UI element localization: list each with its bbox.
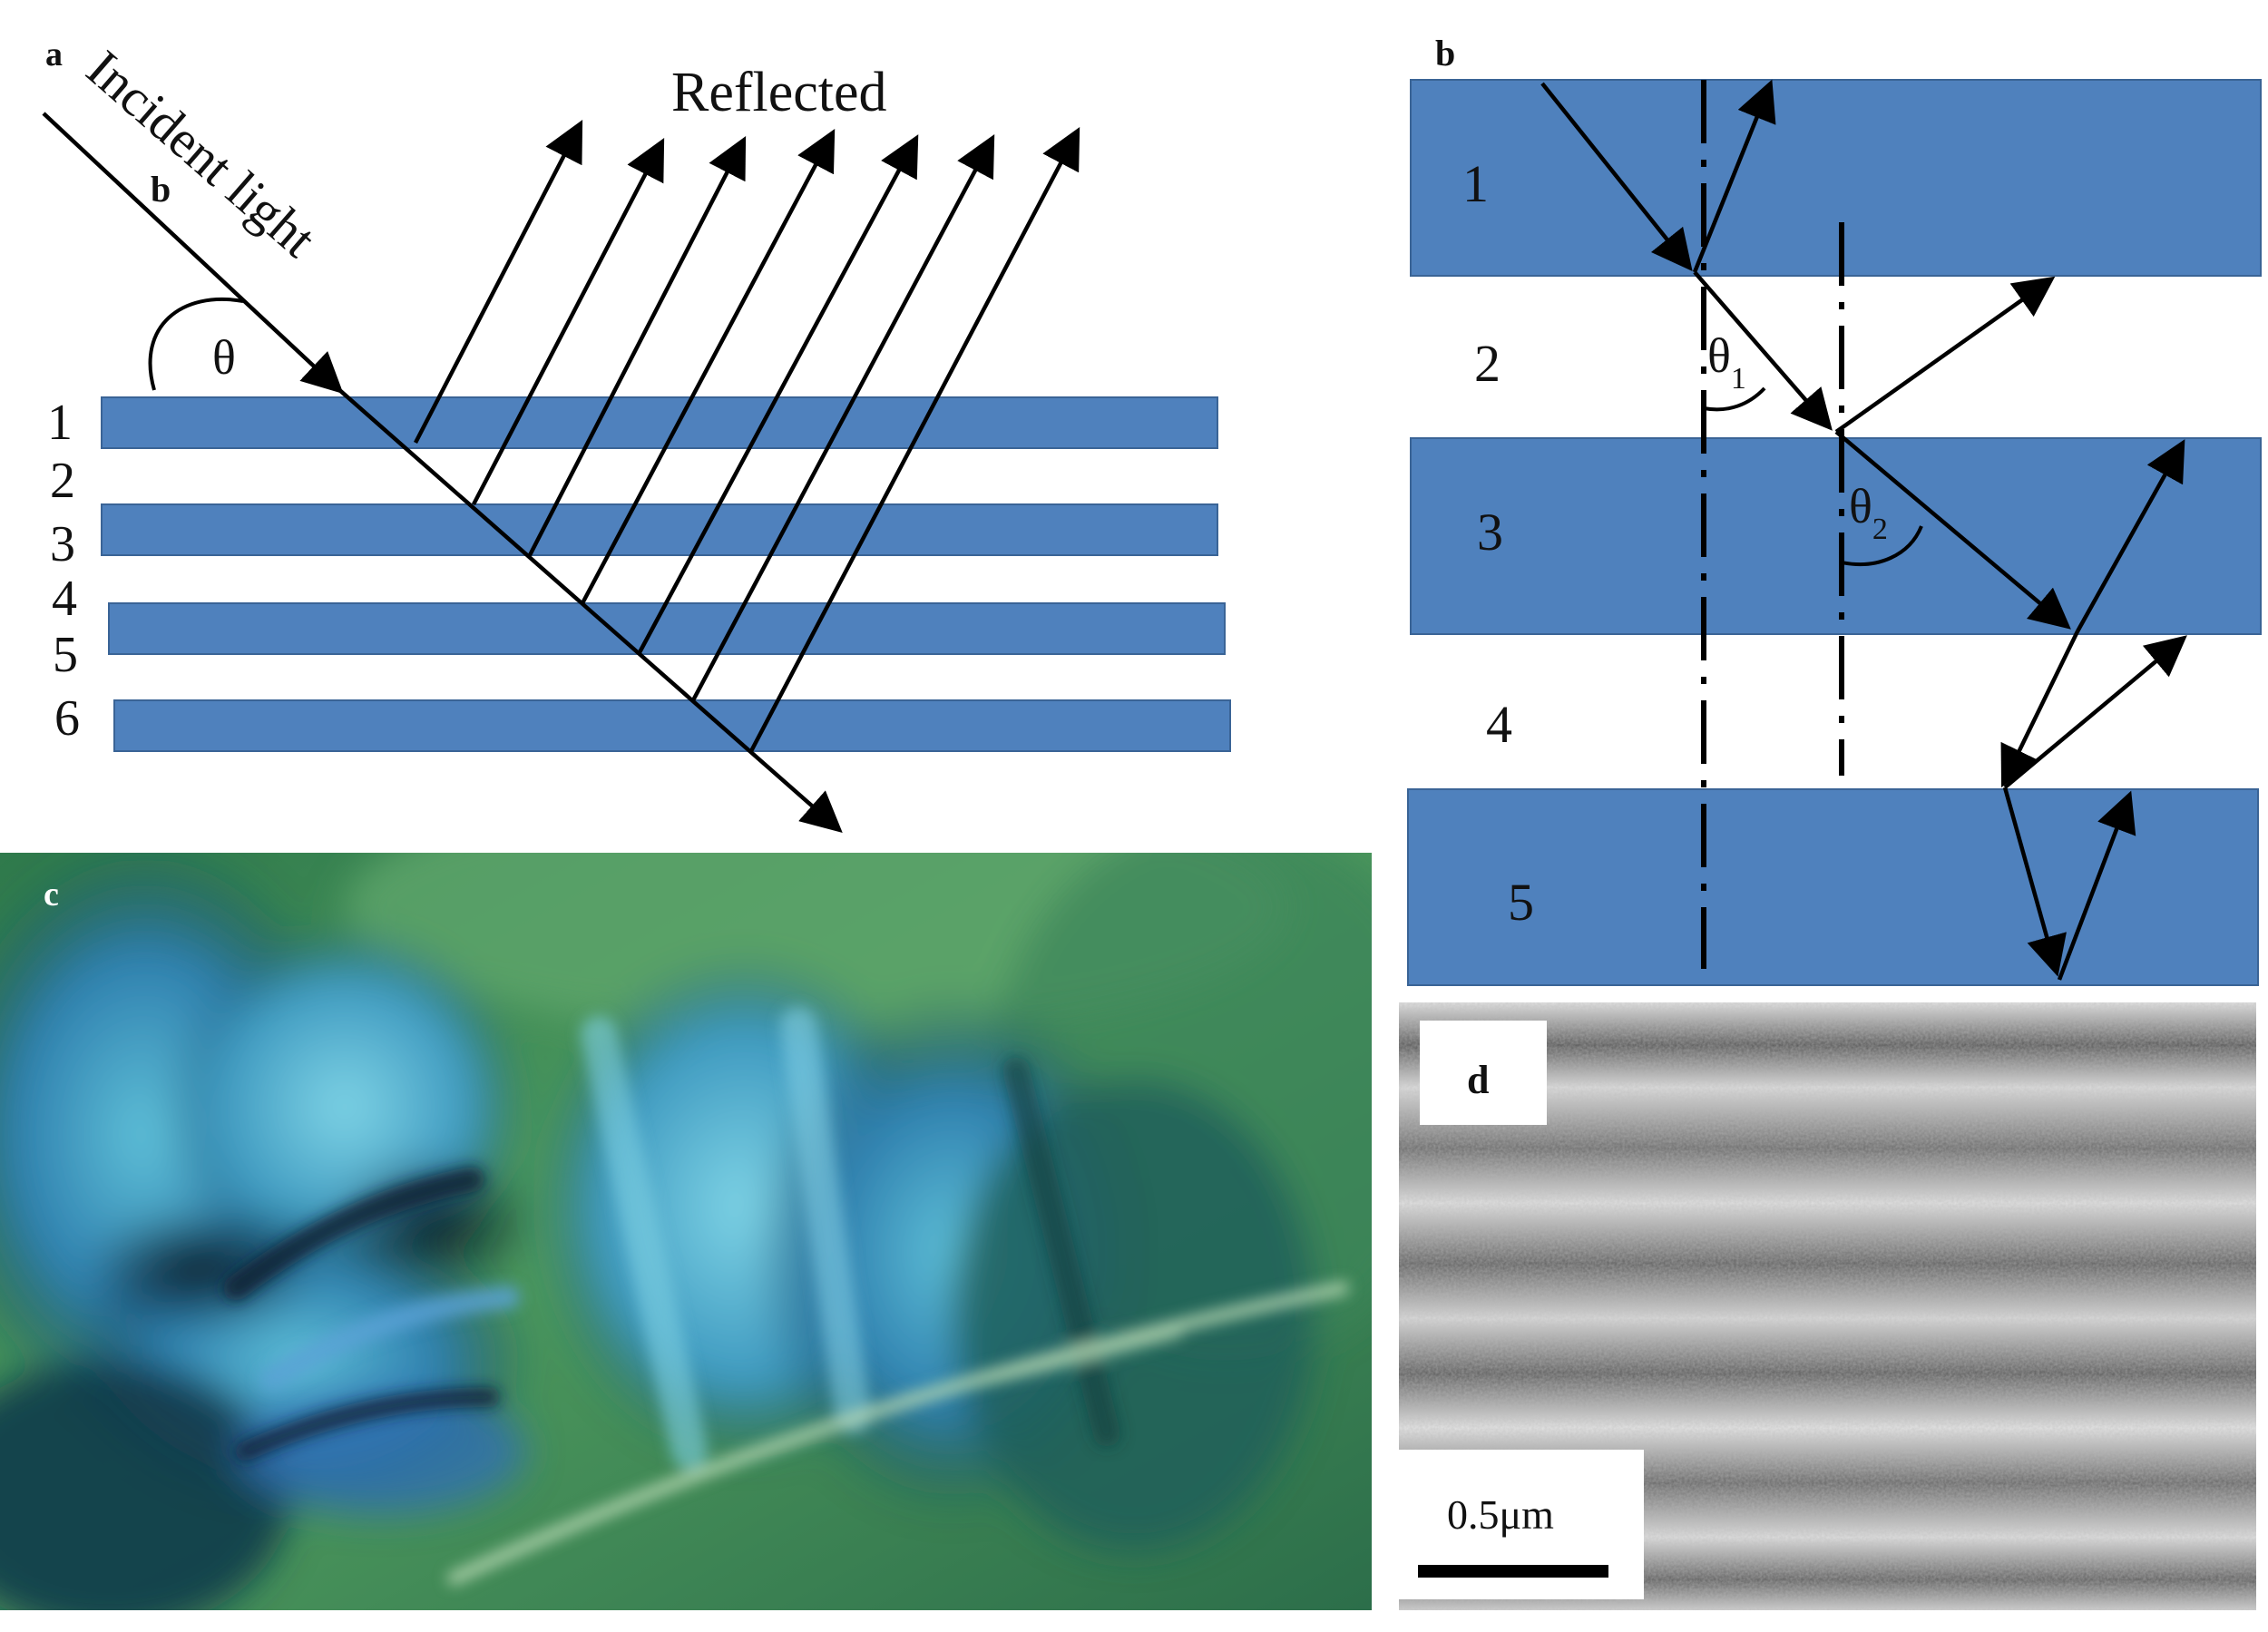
panel-b-angle-1-sub: 1 [1731, 362, 1746, 396]
panel-c-blob [0, 1361, 290, 1610]
panel-c-letter: c [44, 875, 59, 914]
panel-c-streak [780, 1007, 871, 1433]
panel-d-scale-label: 0.5μm [1447, 1491, 1554, 1538]
panel-b-angle-arc-1 [1703, 386, 1766, 412]
panel-b-angle-arc-2 [1841, 525, 1923, 567]
panel-a-reflected-ray-7 [749, 127, 1080, 753]
panel-d-scale-bar [1418, 1565, 1608, 1578]
panel-a-label-2: 2 [50, 453, 75, 509]
panel-a-layer-6 [113, 699, 1231, 752]
panel-b-ray-refract-3 [2000, 630, 2080, 788]
panel-c-blob [953, 1080, 1315, 1551]
panel-d-letter-box [1420, 1021, 1547, 1125]
panel-b-layers [1407, 79, 2262, 986]
panel-c-streak [223, 1167, 484, 1301]
panel-b-angle-2-label: θ2 [1849, 479, 1888, 546]
panel-b-ray-refract-2 [1834, 430, 2071, 630]
panel-a-layer-1 [101, 396, 1218, 449]
panel-d-letter: d [1467, 1058, 1489, 1102]
panel-b-letter: b [1435, 33, 1455, 73]
panel-b-label-5: 5 [1508, 873, 1534, 932]
panel-a-reflected-ray-5 [637, 134, 919, 656]
panel-b-ray-reflect-1 [1692, 79, 1776, 273]
panel-b-ray-refract-1 [1693, 270, 1833, 431]
panel-b-ray-reflect-2 [1834, 276, 2056, 434]
panel-c-photo-streaks [223, 1007, 1349, 1585]
panel-a-angle-arc [148, 297, 244, 391]
panel-a-angle-label: θ [212, 330, 236, 385]
panel-a-reflected-ray-6 [691, 134, 995, 702]
panel-a-reflected-ray-4 [581, 129, 836, 605]
panel-b-angle-2-base: θ [1849, 479, 1872, 533]
panel-a-incident-ray-lower [336, 386, 843, 833]
panel-a-letter: a [45, 35, 63, 73]
panel-c-streak [260, 1285, 520, 1391]
panel-b-layer-labels: 1 2 3 4 5 [1462, 154, 1534, 932]
panel-b-ray-reflect-5 [2057, 790, 2136, 981]
panel-a-reflected-label: Reflected [671, 62, 887, 123]
panel-b-label-4: 4 [1486, 695, 1512, 754]
panel-a-layer-3 [101, 503, 1218, 556]
panel-c-streak [581, 1016, 708, 1470]
panel-a-label-6: 6 [54, 690, 80, 747]
panel-b-ray-refract-4 [2002, 787, 2067, 977]
panel-c-streak [235, 1387, 500, 1461]
panel-a-reflected-rays [414, 120, 1080, 753]
panel-c-streak [447, 1282, 1349, 1585]
panel-a-incident-label: Incident light [75, 39, 327, 269]
panel-b-layer-1 [1410, 79, 2262, 277]
panel-b-angle-1-label: θ1 [1707, 328, 1746, 396]
panel-b-angle-2-sub: 2 [1872, 513, 1888, 546]
panel-b-layer-5 [1407, 788, 2259, 986]
panel-a-incident-ray-upper [42, 112, 344, 395]
panel-a-reflected-ray-2 [472, 138, 665, 506]
panel-d: d 0.5μm [1399, 1002, 2256, 1610]
panel-a-label-3: 3 [50, 516, 75, 572]
panel-c: c [0, 853, 1372, 1610]
panel-a-label-1: 1 [47, 395, 73, 451]
panel-c-streak [1002, 1057, 1120, 1447]
panel-b-label-2: 2 [1474, 334, 1501, 393]
panel-a-reflected-ray-1 [414, 120, 583, 445]
panel-c-blob [327, 1152, 544, 1297]
panel-a-reflected-ray-3 [528, 136, 747, 557]
panel-b: b 1 2 3 4 5 [1407, 33, 2262, 986]
panel-a-layer-5 [108, 602, 1226, 655]
panel-b-layer-3 [1410, 437, 2262, 635]
panel-a-layer-labels: 1 2 3 4 5 6 [47, 395, 80, 747]
panel-b-label-3: 3 [1477, 503, 1503, 562]
panel-a-b-mark: b [151, 169, 171, 210]
panel-b-ray-reflect-4 [2003, 635, 2187, 789]
panel-a-label-4: 4 [52, 571, 77, 627]
panel-b-ray-reflect-3 [2076, 439, 2185, 633]
panel-b-rays [1540, 79, 2187, 981]
panel-c-streak [904, 1330, 1183, 1401]
panel-b-label-1: 1 [1462, 154, 1489, 213]
panel-b-angle-1-base: θ [1707, 328, 1731, 383]
panel-b-ray-incident [1540, 82, 1693, 272]
panel-a: a 1 2 3 4 5 6 θ Incident light b Reflect… [42, 35, 1231, 833]
panel-c-blob [82, 1207, 318, 1334]
panel-a-label-5: 5 [53, 627, 78, 683]
